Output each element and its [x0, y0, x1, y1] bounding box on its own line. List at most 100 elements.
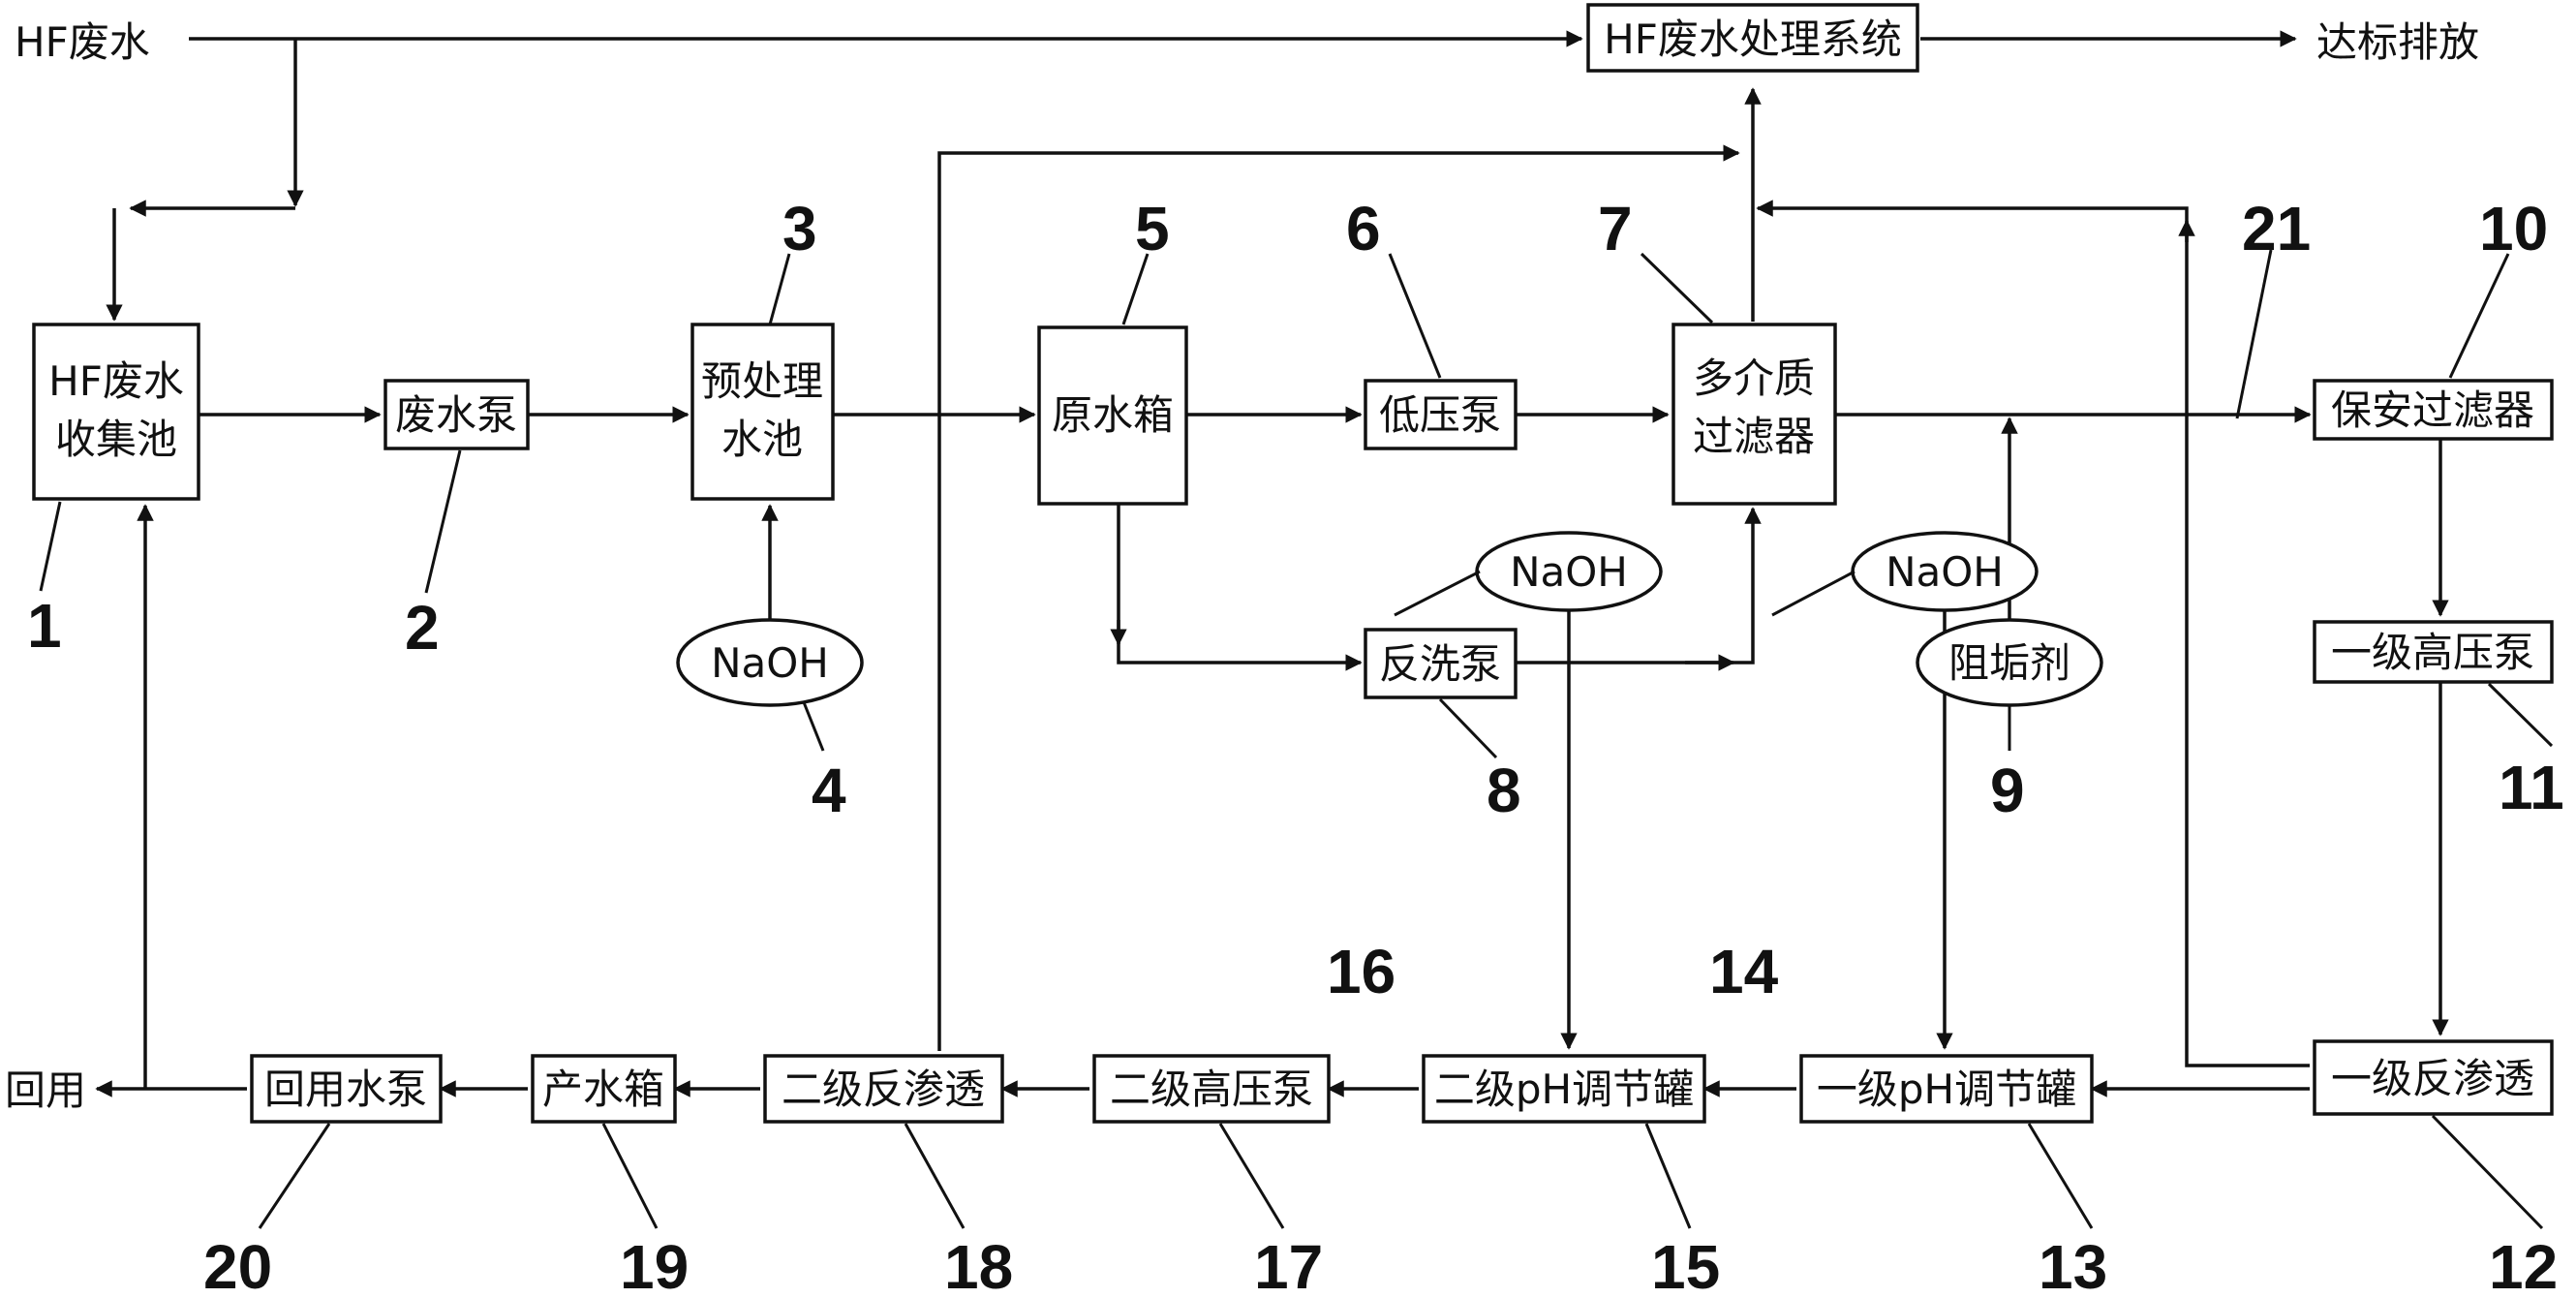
low-pressure-pump-label: 低压泵: [1379, 391, 1501, 439]
backwash-pump-box: 反洗泵: [1364, 628, 1518, 699]
ref-number-11: 11: [2499, 753, 2564, 822]
wastewater-pump-box: 废水泵: [383, 379, 530, 450]
ro-2-box: 二级反渗透: [763, 1054, 1004, 1124]
hf-wastewater-label: HF废水: [15, 18, 150, 66]
antiscalant-ellipse: 阻垢剂: [1916, 618, 2103, 707]
ref-number-8: 8: [1487, 756, 1521, 825]
ph-tank-2-label: 二级pH调节罐: [1434, 1066, 1694, 1113]
leader-7: [1640, 252, 1714, 324]
security-filter-box: 保安过滤器: [2313, 379, 2554, 441]
product-tank-label: 产水箱: [542, 1066, 664, 1113]
low-pressure-pump-box: 低压泵: [1364, 379, 1518, 450]
reuse-label: 回用: [5, 1066, 86, 1114]
leader-5: [1121, 253, 1150, 325]
ref-number-1: 1: [27, 591, 62, 661]
ro-1-box: 一级反渗透: [2313, 1039, 2554, 1116]
flow-backwash-to-filter: [1516, 507, 1762, 664]
ref-number-17: 17: [1254, 1232, 1323, 1298]
raw-water-tank-label: 原水箱: [1052, 391, 1174, 439]
ro-2-label: 二级反渗透: [782, 1066, 985, 1113]
naoh-4-label: NaOH: [711, 639, 829, 687]
ph-tank-1-label: 一级pH调节罐: [1817, 1066, 2076, 1113]
ref-number-9: 9: [1990, 756, 2025, 825]
security-filter-label: 保安过滤器: [2331, 386, 2534, 434]
product-tank-box: 产水箱: [531, 1054, 677, 1124]
ref-number-20: 20: [203, 1232, 272, 1298]
reuse-pump-label: 回用水泵: [264, 1066, 427, 1113]
leader-10: [2448, 253, 2510, 379]
ref-number-3: 3: [782, 194, 817, 263]
hp-pump-1-label: 一级高压泵: [2331, 629, 2534, 676]
naoh-14-ellipse: NaOH: [1851, 531, 2039, 612]
ref-number-7: 7: [1598, 194, 1633, 263]
leader-2: [424, 449, 462, 594]
naoh-16-label: NaOH: [1510, 548, 1628, 596]
backwash-pump-label: 反洗泵: [1379, 640, 1501, 688]
naoh-16-ellipse: NaOH: [1475, 531, 1663, 612]
ref-number-13: 13: [2039, 1232, 2107, 1298]
ph-tank-2-box: 二级pH调节罐: [1422, 1054, 1706, 1124]
leader-6: [1388, 253, 1442, 379]
ref-number-2: 2: [405, 593, 440, 663]
leader-20: [258, 1123, 331, 1229]
ref-number-15: 15: [1651, 1232, 1720, 1298]
leader-11: [2487, 682, 2554, 748]
hf-treatment-system-label: HF废水处理系统: [1604, 15, 1902, 63]
leader-1: [39, 501, 62, 592]
wastewater-pump-label: 废水泵: [395, 391, 517, 439]
ref-number-5: 5: [1135, 194, 1170, 263]
ph-tank-1-box: 一级pH调节罐: [1799, 1054, 2094, 1124]
naoh-14-label: NaOH: [1886, 548, 2004, 596]
pretreatment-tank-label-1: 预处理: [701, 357, 823, 405]
leader-16: [1394, 570, 1481, 617]
collection-tank-label-2: 收集池: [55, 416, 177, 463]
ref-number-10: 10: [2479, 194, 2548, 263]
flow-rawtank-to-backwash: [1117, 504, 1363, 671]
flow-lines: [95, 30, 2449, 1097]
leader-21: [2235, 249, 2273, 419]
hp-pump-2-box: 二级高压泵: [1092, 1054, 1331, 1124]
flow-ro1-concentrate: [1756, 200, 2310, 1067]
leader-4: [802, 701, 825, 752]
multimedia-filter-label-2: 过滤器: [1693, 413, 1815, 460]
multimedia-filter-box: 多介质 过滤器: [1671, 323, 1837, 506]
raw-water-tank-box: 原水箱: [1037, 325, 1188, 506]
collection-tank-box: HF废水 收集池: [32, 323, 200, 501]
flow-ro2-concentrate: [937, 144, 1740, 1051]
hp-pump-2-label: 二级高压泵: [1110, 1066, 1313, 1113]
ref-number-21: 21: [2242, 194, 2311, 263]
ref-number-4: 4: [812, 756, 846, 825]
leader-15: [1644, 1123, 1692, 1229]
antiscalant-label: 阻垢剂: [1948, 639, 2070, 687]
leader-19: [601, 1123, 659, 1229]
ref-number-14: 14: [1709, 937, 1779, 1006]
hf-treatment-system-box: HF废水处理系统: [1586, 3, 1919, 73]
leader-13: [2027, 1123, 2094, 1229]
ro-1-label: 一级反渗透: [2331, 1055, 2534, 1102]
collection-tank-label-1: HF废水: [48, 357, 184, 405]
leader-18: [904, 1123, 966, 1229]
ref-number-16: 16: [1327, 937, 1395, 1006]
terminal-labels: HF废水 达标排放 回用: [5, 18, 2479, 1114]
leader-12: [2431, 1114, 2544, 1230]
ref-number-18: 18: [944, 1232, 1013, 1298]
hp-pump-1-box: 一级高压泵: [2313, 620, 2554, 684]
leader-3: [768, 253, 791, 325]
discharge-label: 达标排放: [2316, 18, 2479, 66]
pretreatment-tank-label-2: 水池: [721, 416, 803, 463]
pretreatment-tank-box: 预处理 水池: [690, 323, 835, 501]
leader-lines: [39, 249, 2554, 1230]
multimedia-filter-label-1: 多介质: [1693, 355, 1815, 402]
ref-number-6: 6: [1346, 194, 1381, 263]
ref-number-19: 19: [620, 1232, 689, 1298]
naoh-4-ellipse: NaOH: [676, 618, 864, 707]
process-units: HF废水处理系统 HF废水 收集池 废水泵 预处理 水池 原水箱 低压泵: [32, 3, 2554, 1124]
dosing-units: NaOH 阻垢剂 NaOH NaOH: [676, 531, 2103, 707]
reuse-pump-box: 回用水泵: [250, 1054, 443, 1124]
leader-8: [1438, 697, 1498, 759]
ref-number-12: 12: [2489, 1232, 2558, 1298]
leader-17: [1218, 1123, 1285, 1229]
leader-14: [1771, 570, 1855, 617]
reference-numbers: 1 2 3 4 5 6 7 8 9 10 11 12 13 14 15 16 1…: [27, 194, 2564, 1298]
